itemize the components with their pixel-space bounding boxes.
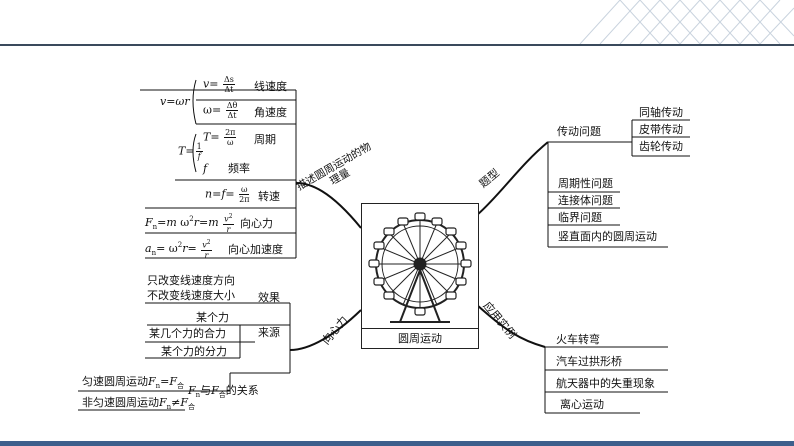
application-centrifugal: 离心运动	[560, 398, 604, 411]
application-arch-bridge: 汽车过拱形桥	[556, 355, 622, 368]
ferris-wheel-icon	[368, 212, 472, 323]
effect-line-1: 只改变线速度方向	[147, 274, 235, 287]
problem-gear: 齿轮传动	[639, 140, 683, 153]
source-single-force: 某个力	[196, 311, 229, 324]
label-frequency: 频率	[228, 162, 250, 175]
center-node: 圆周运动	[361, 203, 479, 349]
label-uniform: 匀速圆周运动	[82, 375, 148, 388]
problem-connected: 连接体问题	[558, 194, 613, 207]
application-weightlessness: 航天器中的失重现象	[556, 377, 655, 390]
problem-critical: 临界问题	[558, 211, 602, 224]
symbol-frequency: f	[203, 162, 208, 175]
label-centripetal-force: 向心力	[240, 217, 273, 230]
label-nonuniform: 非匀速圆周运动	[82, 396, 159, 409]
label-linear-velocity: 线速度	[254, 80, 287, 93]
problem-vertical: 竖直面内的圆周运动	[558, 230, 657, 243]
label-period: 周期	[254, 133, 276, 146]
problem-transmission: 传动问题	[557, 125, 601, 138]
formula-v-omega-r: v=ωr	[160, 95, 190, 108]
label-source: 来源	[258, 326, 280, 339]
label-angular-velocity: 角速度	[254, 106, 287, 119]
label-centripetal-accel: 向心加速度	[228, 243, 283, 256]
effect-line-2: 不改变线速度大小	[147, 289, 235, 302]
center-label: 圆周运动	[362, 328, 478, 348]
problem-periodic: 周期性问题	[558, 177, 613, 190]
uniform-circular-relation: 匀速圆周运动Fn=F合	[82, 375, 185, 391]
header-pattern	[579, 0, 794, 44]
relation-fn-fhe: Fn与F合的关系	[188, 384, 259, 400]
label-relation: 的关系	[225, 384, 259, 397]
header-rule	[0, 44, 794, 46]
footer-bar	[0, 441, 794, 446]
source-resultant: 某几个力的合力	[149, 327, 226, 340]
application-train-turn: 火车转弯	[556, 333, 600, 346]
nonuniform-circular-relation: 非匀速圆周运动Fn≠F合	[82, 396, 196, 412]
source-component: 某个力的分力	[161, 345, 227, 358]
label-effect: 效果	[258, 291, 280, 304]
problem-belt: 皮带传动	[639, 123, 683, 136]
problem-coaxial: 同轴传动	[639, 106, 683, 119]
label-rotation-speed: 转速	[258, 190, 280, 203]
